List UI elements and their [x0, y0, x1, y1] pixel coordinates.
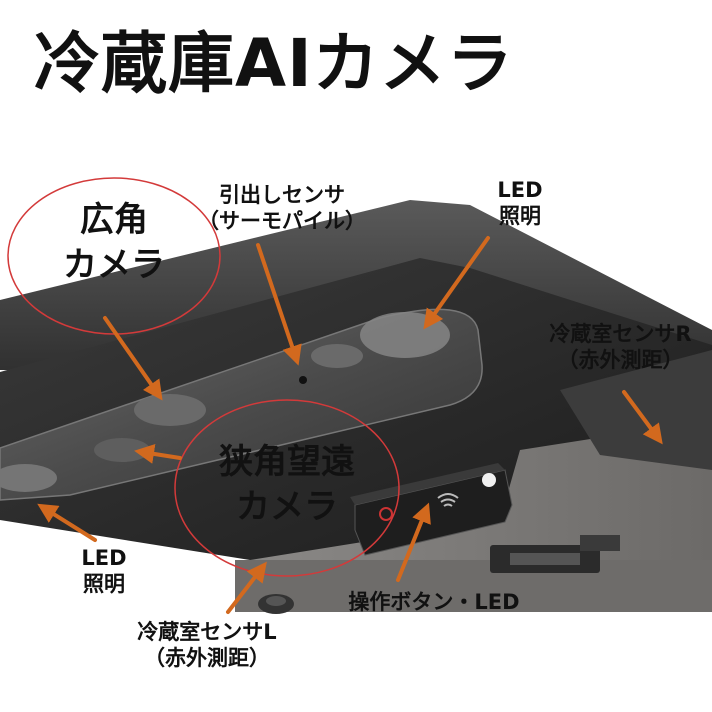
label-led-bottom-line2: 照明 [83, 571, 125, 596]
vent-tab [580, 535, 620, 551]
label-led-top: LED 照明 [480, 178, 560, 229]
label-fridge-sensor-r: 冷蔵室センサR （赤外測距） [533, 322, 708, 373]
arrow-drawer-sensor [256, 243, 302, 366]
label-wide-camera: 広角 カメラ [54, 198, 174, 288]
label-fridge-sensor-l-line1: 冷蔵室センサL [137, 620, 277, 644]
label-wide-camera-line1: 広角 [80, 200, 148, 240]
label-led-top-line2: 照明 [499, 203, 541, 228]
label-led-bottom: LED 照明 [64, 546, 144, 597]
wide-camera-lens [134, 394, 206, 426]
arrow-buttons-led [396, 502, 431, 582]
label-buttons-led-text: 操作ボタン・LED [348, 590, 520, 614]
label-drawer-sensor: 引出しセンサ （サーモパイル） [182, 183, 382, 234]
arrow-fridge-sensor-r [622, 390, 663, 445]
label-fridge-sensor-l-line2: （赤外測距） [144, 645, 270, 670]
arrow-tele-camera [134, 443, 182, 464]
power-icon[interactable] [379, 507, 393, 521]
arrow-wide-camera [103, 316, 163, 401]
label-fridge-sensor-r-line2: （赤外測距） [557, 347, 684, 372]
label-tele-camera-line2: カメラ [236, 486, 338, 527]
drawer-sensor-dot [299, 376, 307, 384]
tele-camera-highlight [174, 399, 400, 577]
arrow-led-top [423, 236, 490, 330]
vent-slot-inner [510, 553, 580, 565]
device-bottom-panel [235, 560, 712, 612]
label-tele-camera: 狭角望遠 カメラ [192, 440, 382, 530]
sensor-lens-mid [311, 344, 363, 368]
wifi-icon[interactable] [437, 493, 459, 507]
sensor-knob-inner [266, 596, 286, 606]
arrow-led-bottom [37, 503, 97, 542]
label-wide-camera-line2: カメラ [63, 244, 165, 285]
label-drawer-sensor-line2: （サーモパイル） [198, 208, 366, 233]
label-led-top-line1: LED [497, 178, 543, 202]
label-led-bottom-line1: LED [81, 546, 127, 570]
label-buttons-led: 操作ボタン・LED [334, 590, 534, 616]
label-drawer-sensor-line1: 引出しセンサ [219, 183, 345, 207]
label-tele-camera-line1: 狭角望遠 [219, 442, 355, 482]
led-lens-right [360, 312, 450, 358]
led-lens-left [0, 464, 57, 492]
status-led-icon [482, 473, 496, 487]
label-fridge-sensor-l: 冷蔵室センサL （赤外測距） [112, 620, 302, 671]
button-panel-top [350, 463, 505, 505]
page-title: 冷蔵庫AIカメラ [34, 25, 514, 102]
tele-camera-lens [94, 438, 150, 462]
label-fridge-sensor-r-line1: 冷蔵室センサR [549, 322, 692, 346]
arrow-fridge-sensor-l [226, 561, 267, 614]
